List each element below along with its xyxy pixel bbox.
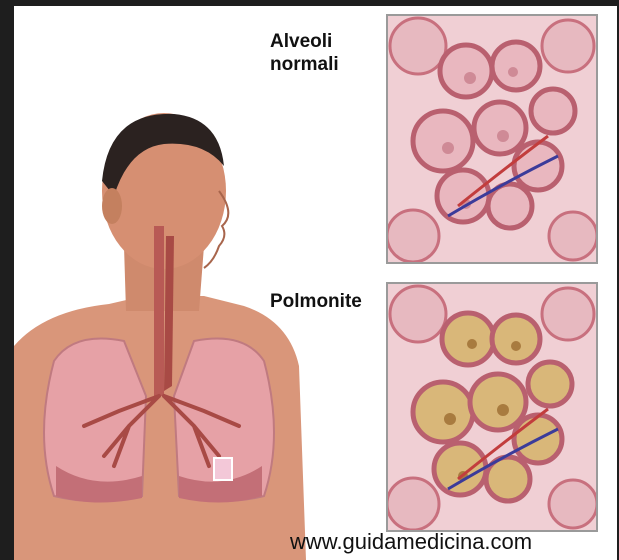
label-normal-alveoli: Alveoli normali xyxy=(270,30,380,76)
watermark-url: www.guidamedicina.com xyxy=(290,529,532,555)
human-respiratory-figure xyxy=(14,96,314,560)
illustration-canvas: Alveoli normali Polmonite xyxy=(14,6,617,560)
normal-alveoli-icon xyxy=(388,16,596,262)
respiratory-system-icon xyxy=(14,96,314,560)
pneumonia-alveoli-panel xyxy=(386,282,598,532)
normal-alveoli-panel xyxy=(386,14,598,264)
label-pneumonia: Polmonite xyxy=(270,290,362,313)
pneumonia-alveoli-icon xyxy=(388,284,596,530)
